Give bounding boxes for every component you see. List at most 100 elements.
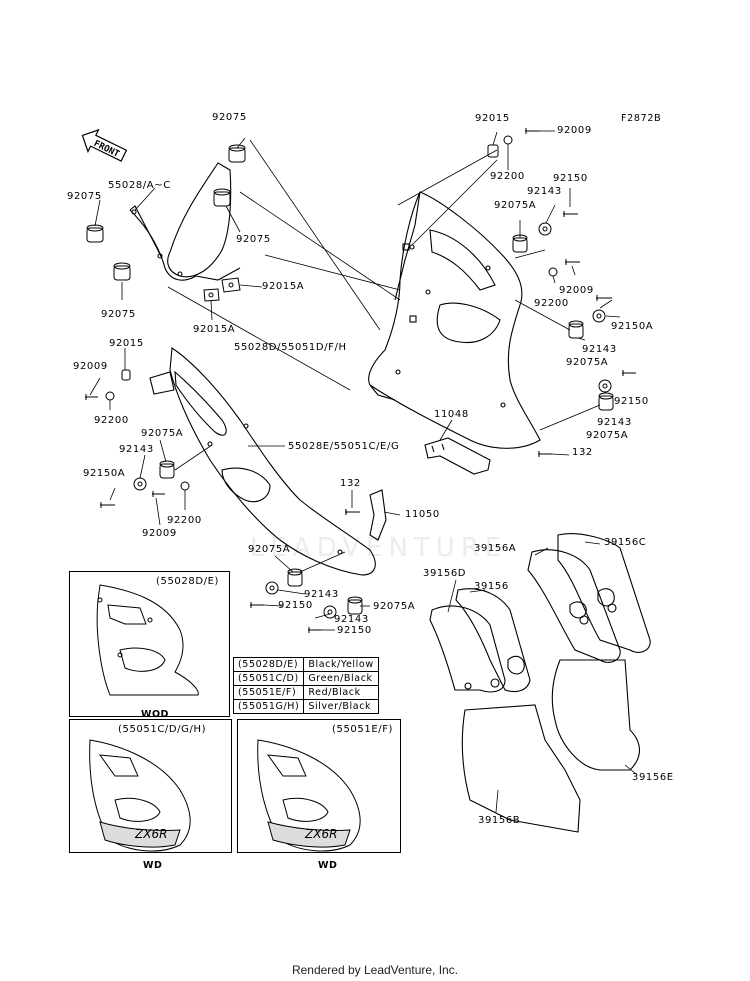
part-label[interactable]: 92075A xyxy=(586,430,629,441)
part-label[interactable]: 92075A xyxy=(566,357,609,368)
table-cell-color: Green/Black xyxy=(303,671,379,686)
part-label[interactable]: 92009 xyxy=(73,361,108,372)
grommet-92075-left xyxy=(86,224,104,243)
figure-code: F2872B xyxy=(621,113,662,124)
part-label[interactable]: 92150 xyxy=(553,173,588,184)
part-label[interactable]: 92150 xyxy=(337,625,372,636)
part-label[interactable]: 39156E xyxy=(632,772,674,783)
inset-sketch-bottom-left: ZX6R xyxy=(89,739,191,852)
part-label[interactable]: 92143 xyxy=(304,589,339,600)
part-label[interactable]: 92143 xyxy=(334,614,369,625)
pad-39156b xyxy=(461,704,581,833)
grommet-92075-mid xyxy=(213,188,231,207)
leaders-11050 xyxy=(351,490,401,516)
part-label[interactable]: 92075A xyxy=(248,544,291,555)
pad-39156 xyxy=(455,588,531,693)
grommet-92075-low xyxy=(113,262,131,281)
table-cell-color: Black/Yellow xyxy=(303,657,379,672)
part-label[interactable]: 92015 xyxy=(475,113,510,124)
table-row: (55051G/H) Silver/Black xyxy=(232,699,379,714)
inset-title: (55051C/D/G/H) xyxy=(118,724,207,735)
part-label[interactable]: 92143 xyxy=(527,186,562,197)
part-label[interactable]: 92150 xyxy=(278,600,313,611)
part-label[interactable]: 92015 xyxy=(109,338,144,349)
part-label[interactable]: 92150A xyxy=(83,468,126,479)
table-row: (55051E/F) Red/Black xyxy=(232,685,379,700)
leaders-upper xyxy=(94,137,401,391)
part-label[interactable]: 39156B xyxy=(478,815,521,826)
inset-caption: WD xyxy=(143,860,163,871)
inset-sketch-bottom-right: ZX6R xyxy=(257,739,361,852)
inset-55051ef: (55051E/F) xyxy=(237,719,401,853)
hardware-right xyxy=(487,128,636,411)
part-label[interactable]: 92143 xyxy=(597,417,632,428)
part-label[interactable]: 92009 xyxy=(559,285,594,296)
front-arrow-icon: FRONT xyxy=(81,128,128,162)
part-label[interactable]: 11050 xyxy=(405,509,440,520)
inset-logo-right: ZX6R xyxy=(304,827,337,841)
part-label[interactable]: 39156 xyxy=(474,581,509,592)
color-table: (55028D/E) Black/Yellow (55051C/D) Green… xyxy=(232,657,379,714)
part-label[interactable]: 92075 xyxy=(236,234,271,245)
part-label[interactable]: 92075 xyxy=(212,112,247,123)
inset-55028de: (55028D/E) xyxy=(69,571,230,717)
table-cell-part: (55051C/D) xyxy=(232,671,305,686)
pad-39156c xyxy=(557,533,651,653)
part-label[interactable]: 39156C xyxy=(604,537,647,548)
table-cell-part: (55028D/E) xyxy=(232,657,305,672)
part-label[interactable]: 55028D/55051D/F/H xyxy=(234,342,347,353)
leaders-right xyxy=(397,130,621,431)
part-label[interactable]: 92009 xyxy=(142,528,177,539)
part-label[interactable]: 55028E/55051C/E/G xyxy=(288,441,400,452)
part-label[interactable]: 39156A xyxy=(474,543,517,554)
hardware-left xyxy=(85,369,190,508)
bracket-11050 xyxy=(345,489,387,541)
part-label[interactable]: 11048 xyxy=(434,409,469,420)
table-cell-part: (55051G/H) xyxy=(232,699,305,714)
part-label[interactable]: 92075A xyxy=(494,200,537,211)
part-label[interactable]: 92075A xyxy=(373,601,416,612)
table-cell-color: Silver/Black xyxy=(303,699,379,714)
part-label[interactable]: 92150 xyxy=(614,396,649,407)
part-label[interactable]: 92015A xyxy=(262,281,305,292)
part-label[interactable]: 92200 xyxy=(167,515,202,526)
table-row: (55028D/E) Black/Yellow xyxy=(232,657,379,672)
inset-title: (55051E/F) xyxy=(332,724,394,735)
part-label[interactable]: 55028/A~C xyxy=(108,180,171,191)
pad-39156e xyxy=(551,659,640,771)
part-label[interactable]: 92009 xyxy=(557,125,592,136)
footer-credit: Rendered by LeadVenture, Inc. xyxy=(291,963,459,977)
part-label[interactable]: 132 xyxy=(340,478,361,489)
inset-caption: WD xyxy=(318,860,338,871)
part-label[interactable]: 92015A xyxy=(193,324,236,335)
pad-39156a xyxy=(527,549,621,663)
part-label[interactable]: 92200 xyxy=(534,298,569,309)
part-label[interactable]: 92143 xyxy=(119,444,154,455)
table-cell-color: Red/Black xyxy=(303,685,379,700)
upper-fairing-right xyxy=(368,191,541,449)
part-label[interactable]: 132 xyxy=(572,447,593,458)
inset-title: (55028D/E) xyxy=(156,576,220,587)
inset-caption: WOD xyxy=(141,709,169,720)
part-label[interactable]: 92150A xyxy=(611,321,654,332)
part-label[interactable]: 92200 xyxy=(94,415,129,426)
part-label[interactable]: 92143 xyxy=(582,344,617,355)
clip-92015a-2 xyxy=(203,288,220,302)
table-cell-part: (55051E/F) xyxy=(232,685,305,700)
part-label[interactable]: 92200 xyxy=(490,171,525,182)
leaders-left xyxy=(89,348,285,526)
leaders-lower xyxy=(263,551,370,631)
lower-fairing-left xyxy=(149,347,376,576)
inner-cowl-upper xyxy=(129,162,241,281)
part-label[interactable]: 39156D xyxy=(423,568,467,579)
inset-sketch-top-left xyxy=(96,584,199,696)
leaders-bracket xyxy=(439,419,570,456)
bracket-11048 xyxy=(424,437,491,475)
leaders-pads xyxy=(447,541,637,813)
pad-39156d xyxy=(429,605,506,693)
inset-logo-left: ZX6R xyxy=(134,827,167,841)
part-label[interactable]: 92075 xyxy=(101,309,136,320)
part-label[interactable]: 92075 xyxy=(67,191,102,202)
part-label[interactable]: 92075A xyxy=(141,428,184,439)
